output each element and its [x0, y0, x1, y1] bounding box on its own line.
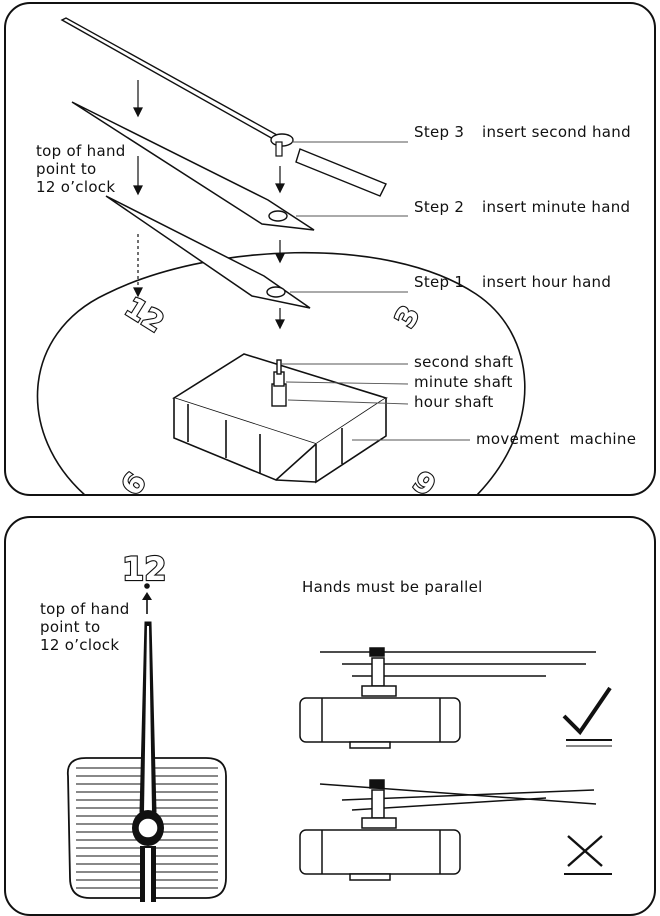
front-note-line-3: 12 o’clock — [40, 636, 119, 654]
step1-label: Step 1 — [414, 273, 464, 291]
leader-lines — [282, 141, 470, 441]
front-note-line-1: top of hand — [40, 600, 130, 618]
note-line-2: point to — [36, 160, 96, 178]
alignment-diagram: 12 top of hand point to 12 o’clock — [40, 549, 612, 902]
note-line-1: top of hand — [36, 142, 126, 160]
parallel-title: Hands must be parallel — [302, 578, 483, 596]
twelve-dot — [144, 583, 150, 589]
assembly-steps-panel: 12 3 6 9 — [4, 2, 656, 496]
correct-side-view — [299, 647, 596, 749]
step3-action: insert second hand — [482, 123, 631, 141]
second-hand — [60, 17, 387, 197]
hour-hand — [105, 195, 311, 309]
dial-number-3: 3 — [388, 300, 426, 333]
minute-shaft-label: minute shaft — [414, 373, 513, 391]
dial-number-12-front: 12 — [122, 550, 167, 588]
note-line-3: 12 o’clock — [36, 178, 115, 196]
step2-label: Step 2 — [414, 198, 464, 216]
dial-number-6: 6 — [407, 463, 442, 496]
insertion-arrows — [133, 80, 285, 330]
dial-number-9: 9 — [113, 466, 151, 496]
dial-number-12: 12 — [119, 290, 170, 339]
step1-action: insert hour hand — [482, 273, 611, 291]
assembly-diagram: 12 3 6 9 — [36, 17, 636, 496]
up-arrow — [142, 592, 152, 614]
hour-shaft-label: hour shaft — [414, 393, 494, 411]
shaft-stack — [271, 359, 287, 407]
front-hands — [132, 621, 164, 902]
clock-dial-outline — [36, 251, 526, 494]
minute-hand — [71, 101, 315, 231]
movement-machine-label: movement machine — [476, 430, 636, 448]
cross-icon — [564, 835, 612, 875]
second-shaft-label: second shaft — [414, 353, 513, 371]
step3-label: Step 3 — [414, 123, 464, 141]
alignment-panel: 12 top of hand point to 12 o’clock — [4, 516, 656, 916]
front-note-line-2: point to — [40, 618, 100, 636]
step2-action: insert minute hand — [482, 198, 630, 216]
checkmark-icon — [562, 686, 612, 747]
incorrect-side-view — [299, 779, 597, 881]
